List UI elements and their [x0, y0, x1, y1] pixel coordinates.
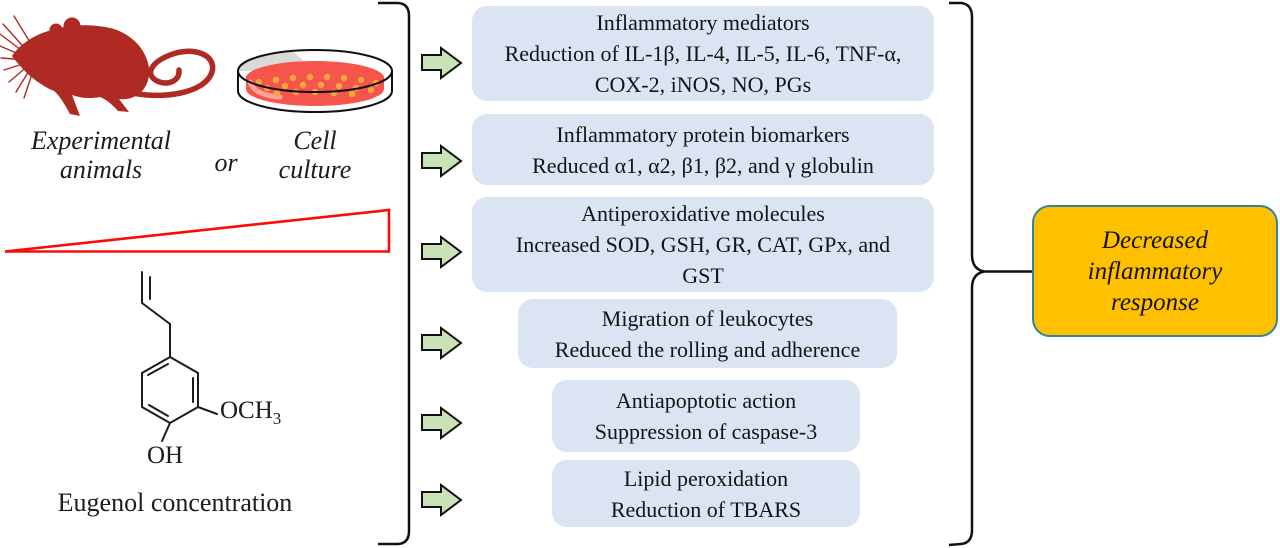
effect-box-protein-biomarkers: Inflammatory protein biomarkers Reduced …	[472, 114, 934, 185]
effect-box-antiperoxidative: Antiperoxidative molecules Increased SOD…	[472, 197, 934, 292]
benzene-ring	[141, 355, 199, 425]
effect-box-detail: Reduction of IL-1β, IL-4, IL-5, IL-6, TN…	[504, 41, 902, 97]
experimental-animals-label: Experimental animals	[30, 126, 172, 184]
rat-body-icon	[12, 25, 150, 116]
right-block-arrow-icon	[421, 235, 463, 269]
left-group-bracket	[378, 1, 411, 546]
eugenol-concentration-label: Eugenol concentration	[57, 488, 293, 517]
effect-box-title: Migration of leukocytes	[601, 305, 814, 331]
effect-box-lipid-peroxidation: Lipid peroxidation Reduction of TBARS	[552, 460, 860, 527]
effect-box-detail: Reduction of TBARS	[610, 496, 802, 522]
eugenol-structure	[141, 271, 218, 442]
concentration-gradient-triangle	[4, 208, 391, 253]
rat-tail-icon	[125, 48, 216, 99]
hydroxyl-label: OH	[147, 442, 184, 469]
petri-dish-icon	[237, 49, 393, 113]
effect-box-antiapoptotic: Antiapoptotic action Suppression of casp…	[552, 380, 860, 452]
outcome-box: Decreased inflammatory response	[1032, 205, 1278, 337]
effect-box-detail: Reduced α1, α2, β1, β2, and γ globulin	[532, 152, 874, 178]
right-block-arrow-icon	[421, 326, 463, 360]
effect-box-title: Antiapoptotic action	[615, 388, 797, 413]
right-group-brace	[948, 1, 985, 547]
methoxy-label: OCH3	[220, 397, 282, 428]
right-block-arrow-icon	[421, 483, 463, 517]
effect-box-detail: Increased SOD, GSH, GR, CAT, GPx, and GS…	[515, 232, 891, 288]
effect-box-leukocyte-migration: Migration of leukocytes Reduced the roll…	[518, 299, 897, 368]
effect-box-title: Inflammatory protein biomarkers	[556, 121, 850, 147]
effect-box-title: Antiperoxidative molecules	[581, 201, 825, 226]
effect-arrows	[421, 46, 463, 517]
effect-box-detail: Suppression of caspase-3	[594, 419, 818, 444]
right-block-arrow-icon	[421, 144, 463, 178]
effect-box-title: Inflammatory mediators	[596, 10, 810, 35]
rat-icon	[0, 15, 216, 116]
effect-box-detail: Reduced the rolling and adherence	[554, 336, 861, 362]
effect-box-title: Lipid peroxidation	[623, 465, 789, 491]
effect-box-inflammatory-mediators: Inflammatory mediators Reduction of IL-1…	[472, 6, 934, 101]
right-block-arrow-icon	[421, 46, 463, 80]
or-label: or	[214, 148, 238, 177]
outcome-label: Decreased inflammatory response	[1087, 226, 1223, 316]
cell-culture-label: Cell culture	[278, 126, 352, 184]
right-block-arrow-icon	[421, 406, 463, 440]
